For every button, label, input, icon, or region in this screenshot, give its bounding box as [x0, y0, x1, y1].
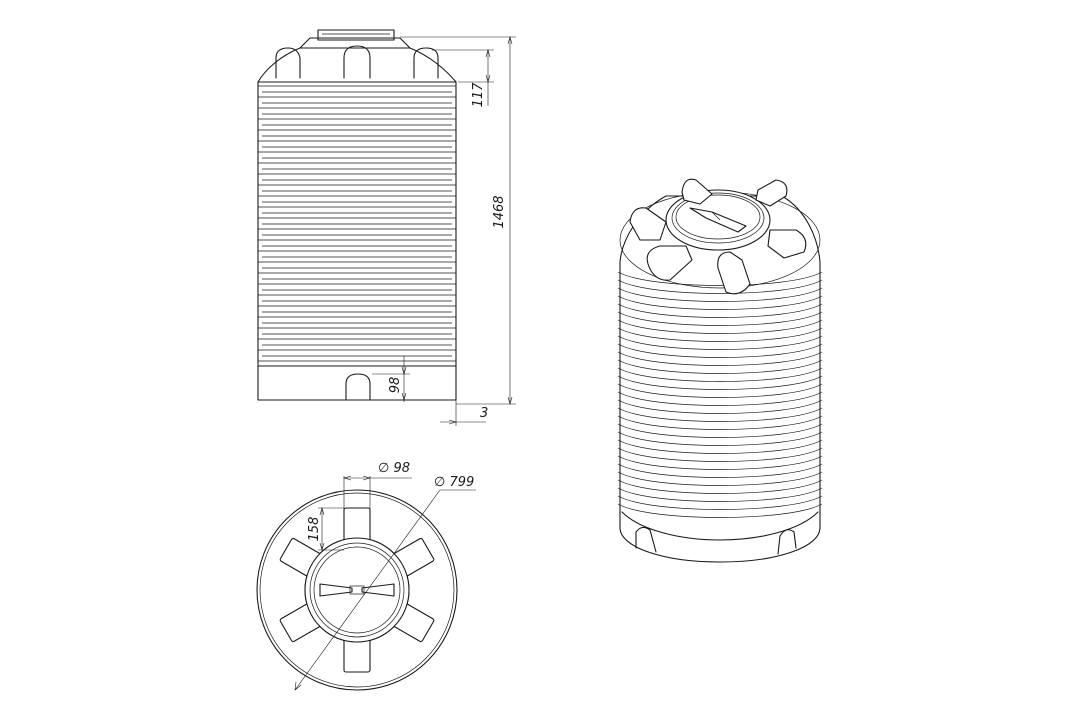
dim-tank-diameter: ∅ 799 — [434, 475, 474, 490]
iso-ribs — [617, 271, 823, 518]
front-ribs — [258, 85, 456, 362]
dim-clearance: 3 — [480, 406, 488, 421]
dim-total-height: 1468 — [492, 195, 507, 228]
dim-base-recess: 98 — [388, 377, 403, 394]
top-plan-view — [256, 489, 458, 691]
front-elevation-view — [257, 29, 457, 401]
front-dimensions: 1468 117 98 3 — [372, 35, 516, 426]
isometric-view — [617, 178, 823, 563]
dim-rib-length: 158 — [307, 517, 322, 542]
plan-dimensions: ∅ 98 ∅ 799 158 — [294, 461, 476, 691]
iso-lugs — [629, 178, 807, 295]
dim-top-section: 117 — [471, 82, 486, 108]
dim-hole-diameter: ∅ 98 — [378, 461, 410, 476]
